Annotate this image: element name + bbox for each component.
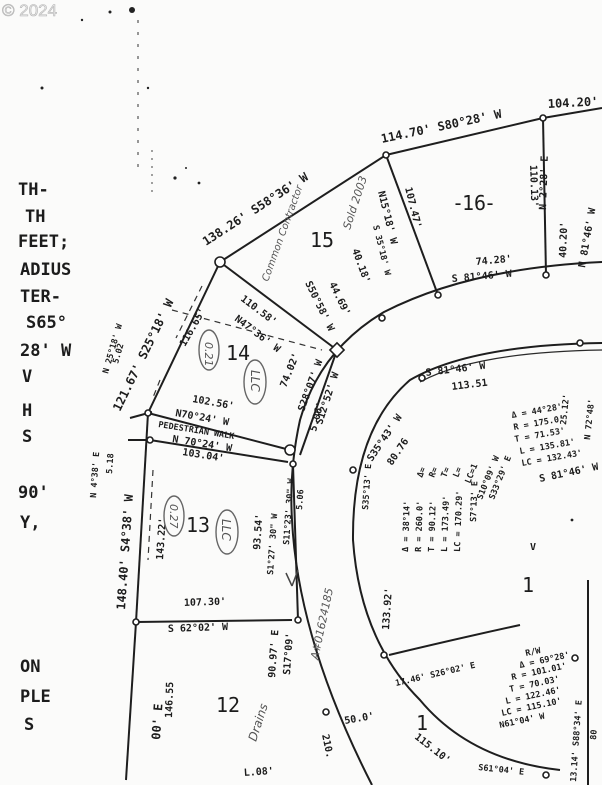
dim-lot13-e: 5.06 [295,489,306,510]
handwritten-circle [243,359,267,405]
lot-letter-v: V [530,542,536,553]
scan-specks [40,7,574,522]
dim-lot12-c: 146.55 [164,682,176,718]
note-line: FEET; [18,232,69,252]
note-line: 90' [18,483,49,503]
curve-table-3: Δ = 69°28' R = 101.01' T = 70.03' L = 12… [499,651,571,731]
note-line: H [22,401,32,421]
note-line: S [22,427,32,447]
curve-2-length: L = 173.49' [440,495,452,552]
dim-center-h: 50.0' [344,711,376,727]
note-line: PLE [20,687,51,707]
corner-pins [132,114,584,779]
dim-lot14-b: 102.56' [191,394,234,412]
curve-2-radius: R = 260.0' [414,501,426,553]
note-line: ADIUS [20,260,71,280]
dim-center-f: 133.92' [381,587,395,630]
curve-4-tangent: T= [440,466,453,479]
note-line: TH [25,207,45,227]
handwritten-acreage-14: 0.21 [202,342,215,367]
dim-ped-f: N 4°38' E [89,452,102,499]
dim-lot16-right: 110.13' [527,165,539,208]
dim-lot13-f: 107.30' [184,597,227,609]
note-line: ON [20,657,40,677]
dim-center-i: 115.10' [412,732,452,767]
boundary-lines [125,107,602,785]
label-right-of-way: R/W [525,646,543,659]
dim-lot15-e: 40.18' [349,247,372,285]
dim-far-right2: N 81°46' W [577,206,598,268]
dim-ped-g: 5.18 [105,453,116,474]
note-line: 28' W [20,341,72,361]
handwritten-acreage-13: 0.27 [167,504,180,529]
note-line: S [24,715,34,735]
handwritten-owner-14: LLC [248,370,262,392]
curve-2-tangent: T = 90.12' [427,501,439,553]
dim-lot13-g: S 62°02' W [168,622,230,635]
lot-mark: - [484,191,496,215]
lot-number-15: 15 [310,228,334,252]
lot-number-16: 16 [462,191,486,215]
handwritten-circle [163,495,185,537]
note-line: TER- [20,287,61,307]
dim-road-bearing: S35°13' E [361,464,374,511]
dim-lot13-d: S11°23' 30" W [282,477,297,545]
curve-4-length: L= [452,466,465,479]
dim-lot16-right2: N 2°28' E [538,156,551,211]
dim-lot13-c: S1°27' 30" W [266,512,280,575]
lot-number-14: 14 [226,341,250,365]
dim-lot12-d: L.08' [243,766,274,779]
curve-2-chord: LC = 170.29' [453,490,465,552]
dim-right-edge: 25.12' [559,394,572,426]
curve-4-delta: Δ= [416,466,429,479]
bearing-west-bottom: 00' E [149,703,165,740]
curve-2-bearing: S7°13' E [469,481,480,522]
dim-center-a: S 81°46' W [425,361,487,379]
lot-number-12: 12 [216,693,240,717]
dim-lot12-a: 90.97' E [267,629,281,678]
curve-4-radius: R= [428,466,441,479]
bearing-west-lower: 148.40' S4°38' W [114,493,136,610]
dim-lot16-front: 74.28' [475,254,512,268]
handwritten-owner-13: LLC [219,519,233,541]
handwritten-circle [215,509,239,555]
handwritten-note-sold: Sold 2003 [340,174,369,231]
left-notes: TH- TH FEET; ADIUS TER- S65° 28' W V H S… [18,180,72,735]
dim-far-bottom2: 80 [589,729,600,740]
handwritten-arrow [285,569,299,587]
dim-center-b: 113.51 [451,378,488,393]
handwritten-instrument-number: A#01624185 [308,587,336,662]
dim-lot14-d: 74.02' [279,352,303,390]
dim-center-g: 17.46' S26°02' E [394,661,476,689]
note-line: V [22,367,32,387]
copyright-watermark: © 2024 [2,1,57,20]
curve-2-delta: Δ = 38°14' [401,501,413,553]
dim-lot15-c: 44.69' [326,280,352,317]
dim-lot12-e: 210. [319,733,335,759]
dim-lot12-b: S17°09' [282,632,296,675]
lot-number-16: - [452,191,464,215]
dim-center-j: S61°04' E [478,763,525,778]
dim-far-bottom: 13.14' S88°34' E [569,700,585,782]
dim-lot13-b: 93.54' [252,513,265,550]
lot-number-13: 13 [186,513,210,537]
dim-lot16-front2: S 81°46' W [451,269,513,285]
handwritten-circle [198,329,220,371]
note-line: S65° [26,313,67,333]
lot-number-1b: 1 [416,711,428,735]
note-line: TH- [18,180,49,200]
dim-right-edge2: N 72°48' [583,399,597,441]
lot-number-1: 1 [522,573,534,597]
handwritten-drains: Drains [246,702,271,743]
note-line: Y, [20,513,40,533]
curve-table-2: Δ = 38°14' R = 260.0' T = 90.12' L = 173… [401,481,480,552]
bearing-top-right: 104.20' [547,94,598,111]
dim-far-right: 40.20' [558,222,570,258]
dim-lot13-a: 143.22' [155,517,169,560]
curve-table-1: Δ = 44°28' R = 175.0' T = 71.53' L = 135… [511,402,583,469]
bearing-top-mid: 114.70' S80°28' W [380,107,504,146]
dim-center-e: S 81°46' W [538,461,600,484]
